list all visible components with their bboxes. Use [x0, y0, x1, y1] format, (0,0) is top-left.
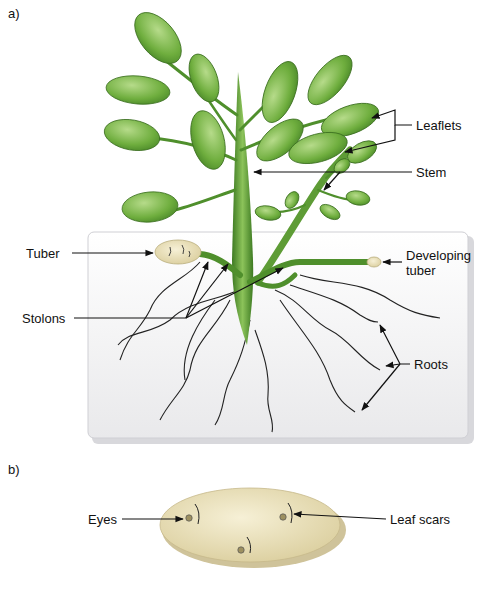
leaflets [102, 4, 383, 224]
leaflets [102, 115, 162, 154]
leader-lines [345, 125, 395, 152]
leaflets [183, 50, 225, 106]
part-label: Roots [414, 357, 448, 372]
leader-lines [186, 264, 228, 318]
tuber-detail [160, 488, 346, 568]
tuber-detail [186, 515, 192, 521]
tuber-detail [195, 503, 292, 553]
stolons [200, 254, 368, 286]
leaflets [345, 189, 371, 207]
leaflets [185, 107, 231, 173]
tuber-detail [280, 514, 286, 520]
tuber-illustration [169, 245, 190, 257]
leaflets [126, 4, 191, 72]
leader-lines [254, 171, 412, 172]
roots [280, 300, 355, 412]
leaflets [105, 73, 171, 106]
stolons [200, 254, 240, 275]
branches [175, 190, 235, 210]
leader-lines [122, 518, 183, 519]
leader-lines [122, 514, 386, 519]
panel-letter: b) [8, 462, 20, 477]
leader-lines [380, 325, 410, 364]
leader-lines [362, 364, 400, 410]
part-label: Eyes [88, 512, 117, 527]
leader-lines [324, 172, 340, 190]
roots [275, 290, 380, 370]
tuber-illustration [155, 240, 381, 267]
part-label: Tuber [26, 246, 59, 261]
roots [255, 330, 273, 432]
leader-lines [186, 268, 283, 318]
leaflets [331, 156, 353, 177]
tuber-illustration [155, 240, 201, 264]
leader-lines [72, 252, 153, 253]
part-label: Leaf scars [390, 512, 450, 527]
leader-lines [74, 262, 208, 318]
stolons [250, 262, 368, 282]
leaflets [255, 57, 305, 127]
part-label: Developing tuber [406, 248, 486, 278]
leaflets [317, 201, 342, 222]
leaflets [300, 48, 360, 112]
panel-letter: a) [8, 6, 20, 21]
roots [118, 262, 440, 432]
part-label: Leaflets [416, 118, 462, 133]
leader-lines [383, 261, 402, 262]
roots [120, 262, 200, 360]
part-label: Stolons [22, 311, 65, 326]
roots [290, 285, 378, 322]
tuber-detail [238, 547, 244, 553]
roots [300, 275, 440, 318]
part-label: Stem [416, 165, 446, 180]
leaflets [282, 189, 301, 211]
tuber-detail [160, 488, 340, 562]
tuber-illustration [367, 257, 381, 267]
leaflets [254, 204, 282, 222]
stolons [258, 275, 295, 286]
leaflets [121, 190, 179, 225]
leader-lines [294, 514, 386, 519]
leader-lines [72, 110, 412, 410]
leader-lines [372, 110, 412, 125]
